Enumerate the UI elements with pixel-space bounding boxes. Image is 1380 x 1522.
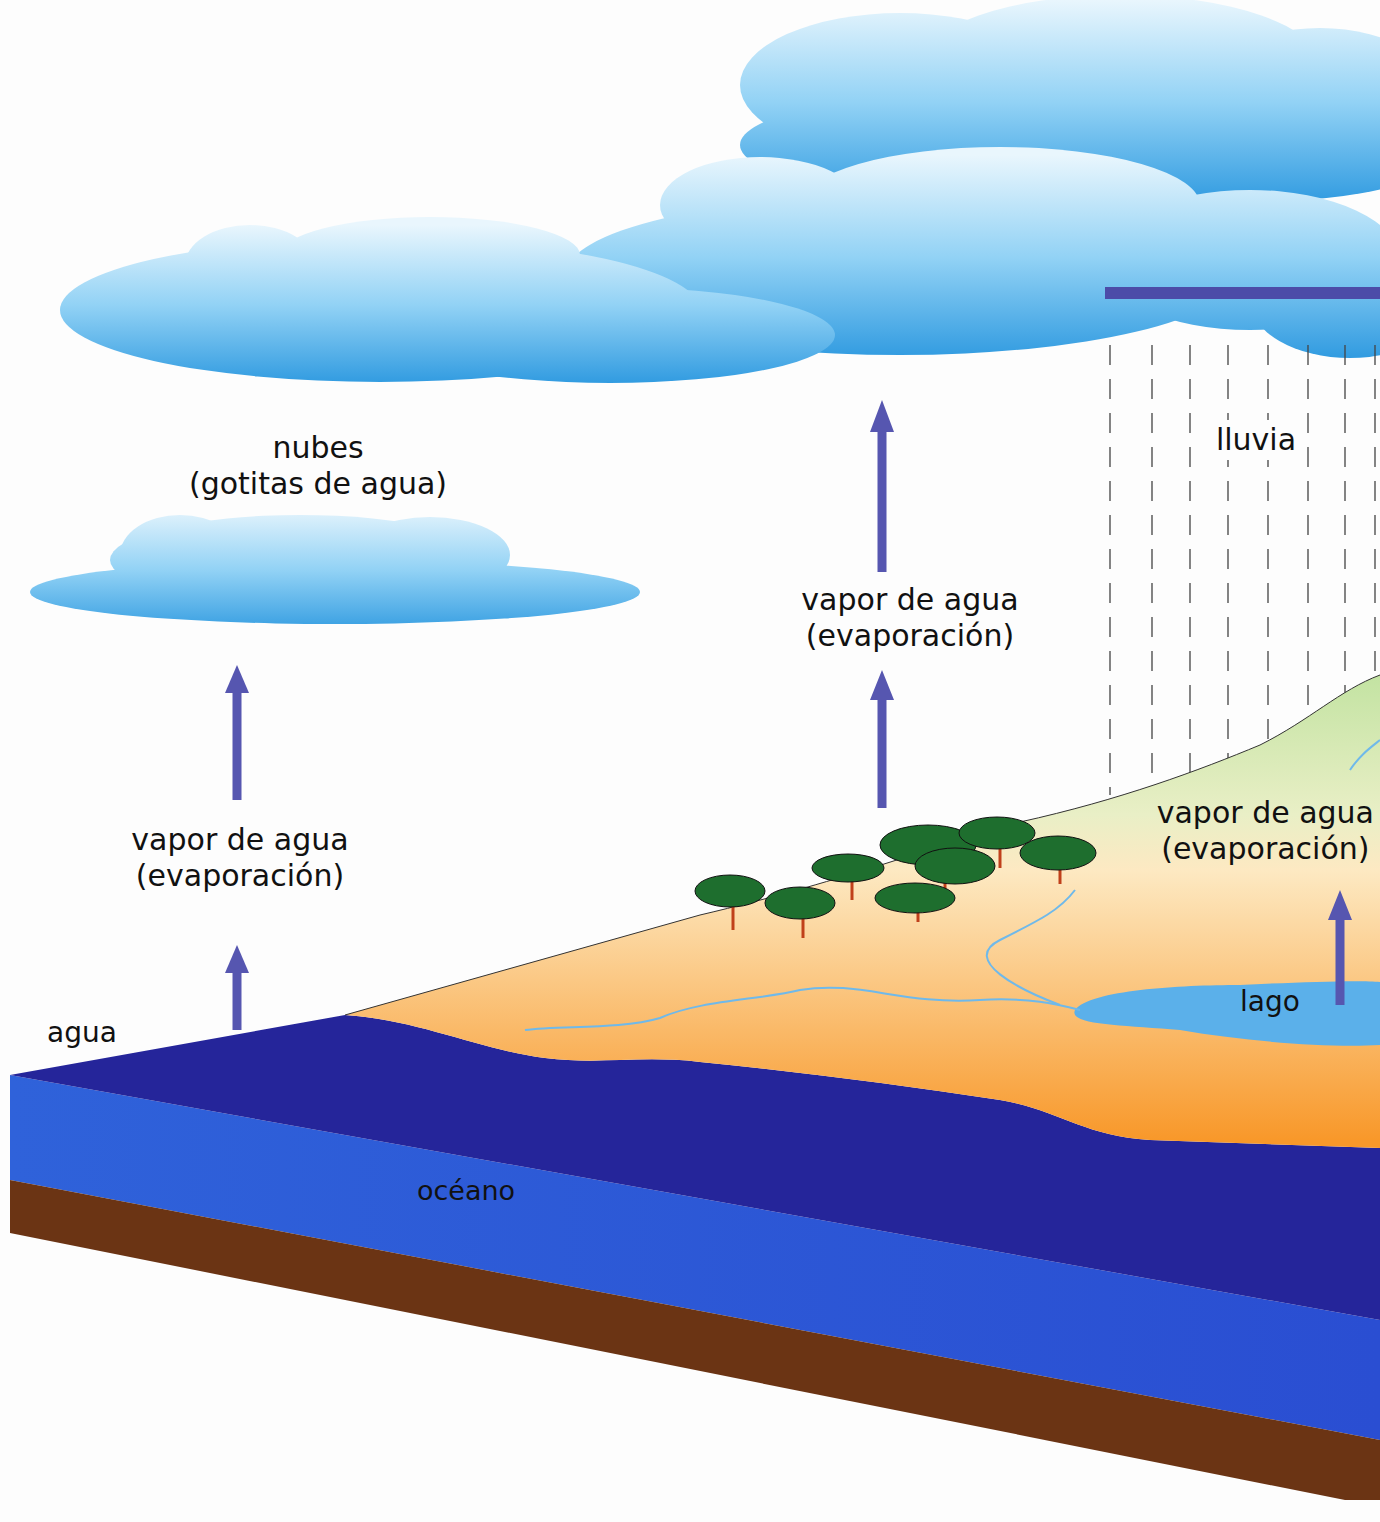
arrow bbox=[1328, 890, 1352, 920]
label-text: lluvia bbox=[1210, 420, 1302, 460]
tree bbox=[1020, 836, 1096, 870]
lake bbox=[1074, 981, 1380, 1046]
cloud bbox=[1250, 242, 1380, 358]
cloud bbox=[30, 560, 640, 624]
tree bbox=[695, 817, 1096, 919]
label-text: vapor de agua (evaporación) bbox=[131, 822, 348, 894]
cloud bbox=[30, 515, 640, 624]
rain-lines bbox=[1227, 345, 1228, 760]
river bbox=[525, 740, 1380, 1030]
label-text: nubes (gotitas de agua) bbox=[189, 430, 447, 502]
river bbox=[525, 988, 1080, 1030]
label-text: agua bbox=[47, 1016, 117, 1050]
tree bbox=[875, 883, 955, 913]
tree bbox=[959, 817, 1035, 849]
arrow bbox=[878, 696, 887, 808]
rain-bar bbox=[1105, 287, 1380, 299]
tree bbox=[812, 854, 884, 882]
tree bbox=[765, 887, 835, 919]
label-text: vapor de agua (evaporación) bbox=[801, 582, 1018, 654]
river bbox=[1350, 740, 1380, 770]
land bbox=[345, 675, 1380, 1148]
arrow bbox=[225, 665, 249, 693]
label-text: lago bbox=[1240, 985, 1300, 1019]
cloud bbox=[60, 217, 835, 383]
arrow bbox=[233, 688, 242, 800]
label-text: océano bbox=[417, 1175, 515, 1207]
arrow bbox=[225, 945, 249, 973]
tree bbox=[915, 848, 995, 884]
river bbox=[987, 890, 1075, 1005]
rain-lines bbox=[1189, 345, 1190, 775]
rain-lines bbox=[1267, 345, 1268, 742]
tree bbox=[695, 875, 765, 907]
land-outline bbox=[345, 675, 1380, 1015]
rain-lines bbox=[1307, 345, 1308, 718]
rain-lines bbox=[1151, 345, 1152, 788]
arrow bbox=[233, 968, 242, 1030]
label-text: vapor de agua (evaporación) bbox=[1157, 795, 1374, 867]
arrow bbox=[870, 670, 894, 700]
arrow bbox=[1336, 915, 1345, 1005]
rain-lines bbox=[1109, 345, 1110, 795]
cloud bbox=[385, 287, 835, 383]
rain-lines bbox=[1374, 345, 1375, 678]
rain-lines bbox=[1344, 345, 1345, 695]
arrow bbox=[878, 428, 887, 572]
arrow bbox=[870, 400, 894, 432]
